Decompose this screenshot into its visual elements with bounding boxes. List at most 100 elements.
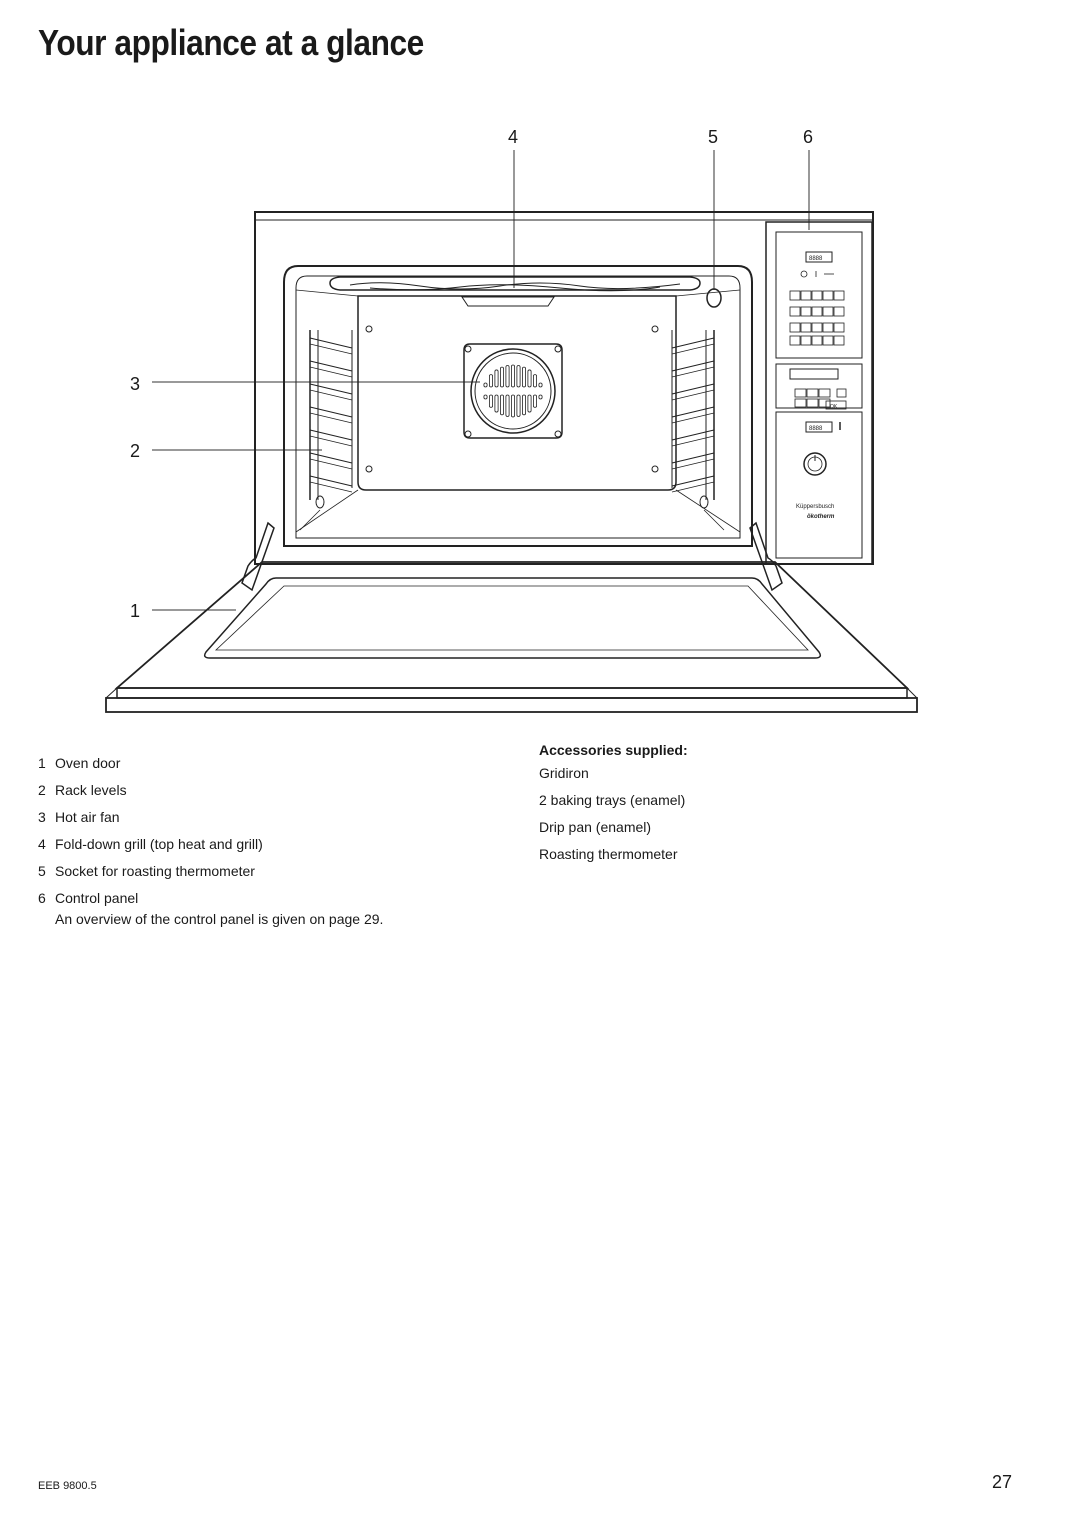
rack-support <box>299 509 321 531</box>
fan-slot <box>533 374 538 388</box>
accessories-list: Accessories supplied: Gridiron 2 baking … <box>539 740 688 868</box>
page-title: Your appliance at a glance <box>38 22 424 63</box>
fan-slot <box>527 369 532 388</box>
accessories-heading: Accessories supplied: <box>539 742 688 758</box>
accessory-item: 2 baking trays (enamel) <box>539 792 686 808</box>
upper-display: 8888 <box>809 256 823 262</box>
fan-slot <box>522 366 527 388</box>
lower-display: 8888 <box>809 426 823 432</box>
rack-rung <box>671 337 715 349</box>
fan-slot <box>527 394 532 413</box>
legend-number: 2 <box>38 782 46 798</box>
panel-button <box>794 398 807 408</box>
legend-label: Rack levels <box>55 782 127 798</box>
ok-button-label: OK <box>830 404 838 410</box>
panel-button <box>806 388 819 398</box>
panel-button <box>811 322 823 333</box>
fan-slot <box>522 394 527 416</box>
control-panel-buttons <box>789 290 847 410</box>
panel-button <box>800 322 812 333</box>
panel-button <box>811 306 823 317</box>
panel-button <box>833 306 845 317</box>
legend-label: Socket for roasting thermometer <box>55 863 255 879</box>
legend-item: 6 Control panel <box>38 885 383 912</box>
legend-number: 1 <box>38 755 46 771</box>
panel-button <box>789 306 801 317</box>
panel-button <box>789 335 801 346</box>
panel-button <box>789 322 801 333</box>
callout-2: 2 <box>130 441 140 461</box>
oven-cavity <box>295 289 741 533</box>
rack-support <box>703 509 725 531</box>
page-number: 27 <box>991 1472 1012 1492</box>
fan-slot <box>494 394 499 413</box>
oven-diagram: 4 5 6 3 2 1 <box>105 127 918 713</box>
rack-rung <box>671 412 715 424</box>
fan-slot <box>505 394 510 417</box>
panel-button <box>833 290 845 301</box>
callout-6: 6 <box>803 127 813 147</box>
sub-brand-logo: ökotherm <box>807 514 835 520</box>
rack-rung <box>309 452 353 464</box>
legend-label: Hot air fan <box>55 809 120 825</box>
rack-rung <box>671 475 715 487</box>
rack-rung <box>309 435 353 447</box>
fan-slot <box>494 369 499 388</box>
legend-item: 1 Oven door <box>38 750 383 777</box>
panel-button <box>822 335 834 346</box>
fan-slot <box>516 394 521 417</box>
rack-rung <box>309 429 353 441</box>
legend-number: 6 <box>38 890 46 906</box>
fan-slot <box>516 365 521 388</box>
panel-button <box>822 322 834 333</box>
panel-button <box>800 290 812 301</box>
rack-rung <box>671 458 715 470</box>
callout-4: 4 <box>508 127 518 147</box>
panel-button <box>833 335 845 346</box>
legend-item: 2 Rack levels <box>38 777 383 804</box>
panel-button <box>818 398 831 408</box>
panel-button <box>800 306 812 317</box>
thermometer-socket <box>706 288 722 308</box>
panel-button <box>836 388 847 398</box>
fan-slot <box>505 365 510 388</box>
legend-label: Control panel <box>55 890 139 906</box>
rack-rung <box>309 366 353 378</box>
fan-slot <box>499 366 504 388</box>
panel-button <box>833 322 845 333</box>
accessory-item: Roasting thermometer <box>539 846 678 862</box>
rack-rung <box>309 481 353 493</box>
rack-rung <box>671 343 715 355</box>
oven-door <box>105 521 918 713</box>
fan-grille-slots <box>483 364 543 418</box>
legend-label: Oven door <box>55 755 121 771</box>
fan-slot <box>499 394 504 416</box>
callout-3: 3 <box>130 374 140 394</box>
rack-rung <box>671 360 715 372</box>
accessory-item: Gridiron <box>539 765 589 781</box>
rack-rung <box>671 366 715 378</box>
rack-hook <box>315 495 325 509</box>
panel-button <box>800 335 812 346</box>
fan-slot <box>533 394 538 408</box>
panel-button <box>806 398 819 408</box>
document-code: EEB 9800.5 <box>38 1480 97 1492</box>
callout-5: 5 <box>708 127 718 147</box>
rack-rung <box>309 343 353 355</box>
rack-rung <box>671 389 715 401</box>
panel-button <box>811 335 823 346</box>
callout-1: 1 <box>130 601 140 621</box>
fan-slot <box>538 382 543 388</box>
legend-number: 4 <box>38 836 46 852</box>
oven-body <box>254 211 874 565</box>
rack-rung <box>671 406 715 418</box>
rack-rung <box>671 452 715 464</box>
fan-slot <box>510 394 515 418</box>
panel-button <box>822 306 834 317</box>
brand-logo: Küppersbusch <box>796 504 834 510</box>
panel-button <box>811 290 823 301</box>
fan-slot <box>488 394 493 408</box>
